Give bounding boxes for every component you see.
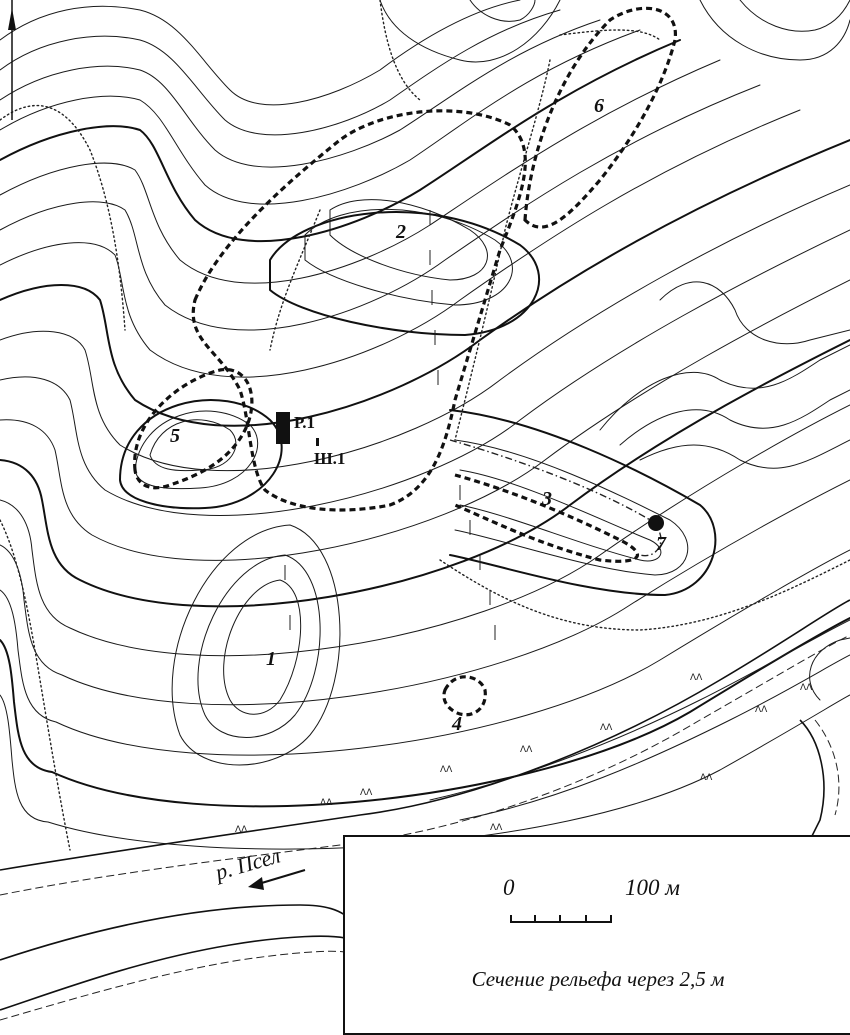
svg-text:ᐱᐱ: ᐱᐱ xyxy=(440,765,453,775)
contour-lines xyxy=(0,0,850,850)
north-arrow-icon xyxy=(8,0,16,120)
excavation-label: Р.1 xyxy=(294,413,315,432)
zone-label-3: 3 xyxy=(541,488,552,510)
svg-text:ᐱᐱ: ᐱᐱ xyxy=(755,705,768,715)
dotted-boundaries xyxy=(0,0,850,851)
scale-bar xyxy=(510,915,612,923)
zone-label-5: 5 xyxy=(170,425,180,447)
trench-label: Ш.1 xyxy=(314,449,345,468)
marsh-symbols: ᐱᐱ ᐱᐱ ᐱᐱ ᐱᐱ ᐱᐱ ᐱᐱ ᐱᐱ ᐱᐱ ᐱᐱ ᐱᐱ ᐱᐱ xyxy=(235,673,813,835)
point-marker-icon xyxy=(648,515,664,531)
svg-text:ᐱᐱ: ᐱᐱ xyxy=(360,788,373,798)
trench-marker-icon xyxy=(316,438,319,446)
zone-label-6: 6 xyxy=(594,95,604,117)
svg-text:ᐱᐱ: ᐱᐱ xyxy=(700,773,713,783)
gully-ticks xyxy=(284,210,496,640)
svg-text:ᐱᐱ: ᐱᐱ xyxy=(800,683,813,693)
svg-text:ᐱᐱ: ᐱᐱ xyxy=(690,673,703,683)
scale-tick xyxy=(534,915,536,921)
scale-end-label: 100 м xyxy=(625,875,680,900)
zone-label-4: 4 xyxy=(451,713,462,735)
river-psel xyxy=(0,599,850,1021)
scale-tick xyxy=(585,915,587,921)
svg-text:ᐱᐱ: ᐱᐱ xyxy=(235,825,248,835)
scale-tick xyxy=(559,915,561,921)
zone-label-7: 7 xyxy=(656,533,667,555)
svg-text:ᐱᐱ: ᐱᐱ xyxy=(320,798,333,808)
svg-text:ᐱᐱ: ᐱᐱ xyxy=(520,745,533,755)
excavation-marker-icon xyxy=(276,412,290,444)
legend-box: 0 100 м Сечение рельефа через 2,5 м xyxy=(343,835,850,1035)
svg-text:ᐱᐱ: ᐱᐱ xyxy=(600,723,613,733)
river-flow-arrow-icon xyxy=(248,869,306,890)
zone-label-1: 1 xyxy=(266,648,276,670)
zone-label-2: 2 xyxy=(395,221,406,243)
scale-start-label: 0 xyxy=(503,875,515,900)
settlement-outlines xyxy=(133,6,677,717)
relief-interval-note: Сечение рельефа через 2,5 м xyxy=(471,967,725,991)
svg-text:ᐱᐱ: ᐱᐱ xyxy=(490,823,503,833)
